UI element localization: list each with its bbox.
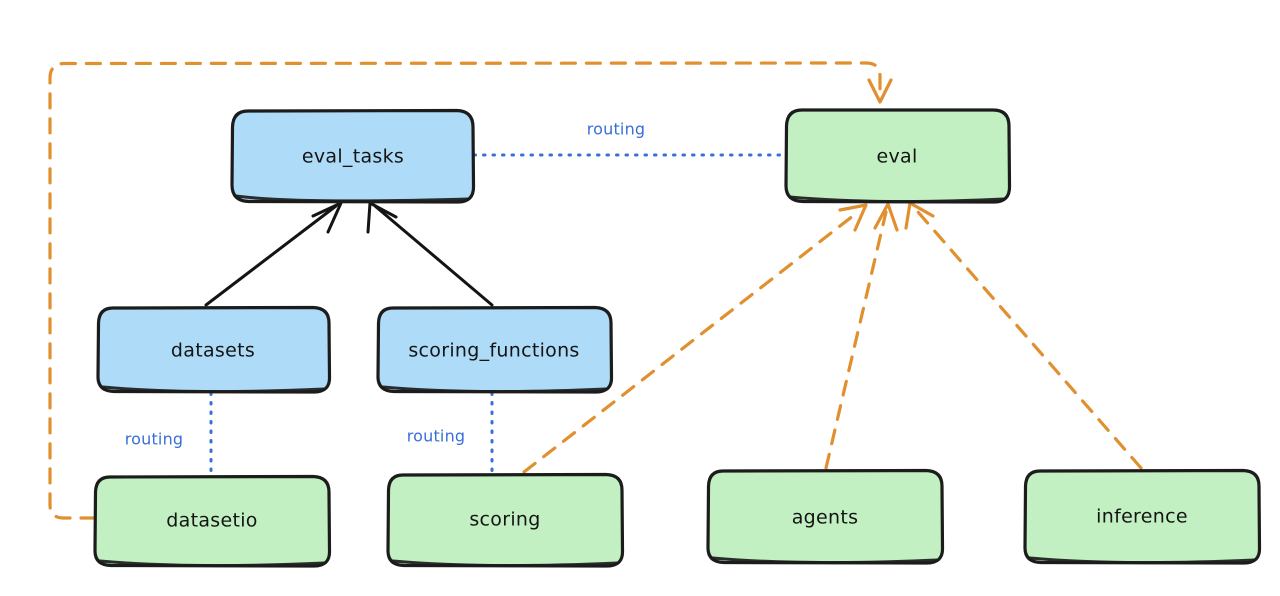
edge-scoringfn-eval-tasks[interactable] (366, 201, 494, 307)
node-shadow-agents (711, 556, 939, 565)
node-datasetio[interactable]: datasetio (93, 474, 332, 568)
node-shadow-inference (1028, 556, 1256, 565)
node-scoring-functions[interactable]: scoring_functions (376, 305, 614, 394)
arrowhead-scoringfn-eval-tasks (366, 201, 398, 234)
arrowhead-datasets-eval-tasks (311, 201, 343, 234)
edge-label-layer: routing routing routing (125, 120, 646, 449)
node-shadow-eval-tasks (234, 194, 470, 203)
node-shadow-scoring-functions (381, 385, 608, 394)
edge-scoring-eval[interactable] (522, 203, 868, 474)
node-layer: eval_tasks eval datasets scoring_functio… (93, 108, 1262, 568)
edge-inference-eval[interactable] (904, 201, 1143, 470)
edge-label-routing-datasets: routing (125, 430, 184, 449)
node-shape-scoring (386, 472, 625, 568)
edge-path-scoringfn-eval-tasks (373, 204, 494, 307)
arrowhead-agents-eval (873, 202, 899, 232)
node-eval[interactable]: eval (784, 108, 1012, 204)
node-label-scoring: scoring (469, 509, 540, 531)
node-shape-eval-tasks (230, 108, 476, 204)
node-shape-inference (1023, 468, 1262, 565)
edge-datasets-eval-tasks[interactable] (204, 201, 343, 307)
node-shape-agents (706, 468, 945, 565)
node-label-inference: inference (1096, 506, 1188, 528)
node-shape-scoring-functions (376, 305, 614, 394)
arrowhead-scoring-eval (838, 203, 868, 232)
node-shape-datasetio (93, 474, 332, 568)
node-label-agents: agents (792, 507, 859, 529)
edge-datasetio-eval[interactable] (48, 61, 893, 520)
arrowhead-datasetio-eval (867, 78, 893, 104)
edge-path-inference-eval (916, 210, 1143, 470)
node-shadow-datasets (101, 385, 326, 394)
node-label-datasetio: datasetio (166, 510, 257, 532)
node-shape-datasets (96, 305, 332, 394)
edge-path-datasets-eval-tasks (204, 204, 338, 307)
node-label-eval: eval (876, 146, 917, 168)
edge-label-routing-eval-tasks: routing (587, 120, 646, 139)
node-eval-tasks[interactable]: eval_tasks (230, 108, 476, 204)
node-shadow-datasetio (98, 559, 326, 568)
node-datasets[interactable]: datasets (96, 305, 332, 394)
edge-path-agents-eval (824, 210, 888, 470)
node-shape-eval (784, 108, 1012, 204)
node-label-eval-tasks: eval_tasks (302, 146, 404, 168)
node-agents[interactable]: agents (706, 468, 945, 565)
edge-agents-eval[interactable] (824, 202, 899, 470)
edge-label-routing-scoring-functions: routing (407, 427, 466, 446)
edge-path-scoring-eval (522, 210, 860, 474)
node-label-datasets: datasets (171, 340, 255, 362)
node-label-scoring-functions: scoring_functions (408, 340, 579, 362)
node-shadow-scoring (391, 559, 619, 568)
node-scoring[interactable]: scoring (386, 472, 625, 568)
node-shadow-eval (788, 195, 1006, 204)
node-inference[interactable]: inference (1023, 468, 1262, 565)
